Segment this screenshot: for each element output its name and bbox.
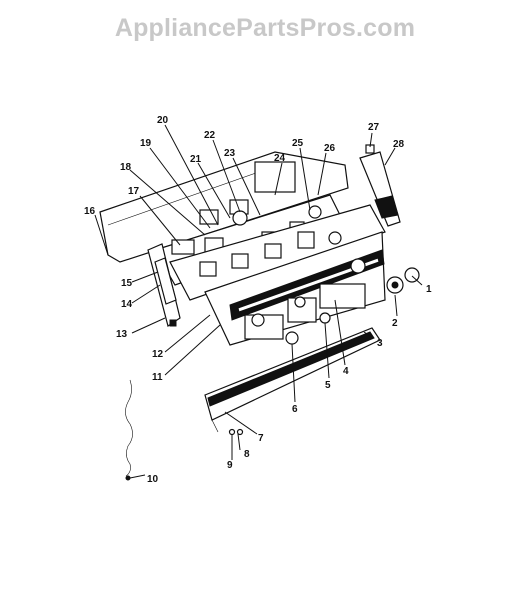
callout-18: 18	[120, 162, 132, 173]
callout-12: 12	[152, 349, 164, 360]
leader-lines	[94, 124, 423, 479]
callout-5: 5	[325, 380, 331, 391]
callout-7: 7	[258, 433, 264, 444]
callout-15: 15	[121, 278, 133, 289]
callout-16: 16	[84, 206, 96, 217]
callout-17: 17	[128, 186, 140, 197]
callout-24: 24	[274, 153, 286, 164]
side-bracket	[147, 243, 181, 327]
callout-labels: 1 2 3 4 5 6 7 8 9 10 11 12 13 14 15 16 1…	[84, 115, 432, 485]
callout-20: 20	[157, 115, 169, 126]
callout-8: 8	[244, 449, 250, 460]
callout-2: 2	[392, 318, 398, 329]
lower-trim-strip	[204, 327, 381, 433]
watermark-text: AppliancePartsPros.com	[114, 14, 416, 42]
callout-27: 27	[368, 122, 380, 133]
right-bracket	[359, 144, 401, 227]
callout-28: 28	[393, 139, 405, 150]
console-backplate	[169, 204, 386, 301]
callout-1: 1	[426, 284, 432, 295]
knobs	[285, 267, 420, 345]
callout-22: 22	[204, 130, 216, 141]
callout-25: 25	[292, 138, 304, 149]
callout-6: 6	[292, 404, 298, 415]
callout-14: 14	[121, 299, 133, 310]
callout-9: 9	[227, 460, 233, 471]
callout-10: 10	[147, 474, 159, 485]
front-control-panel	[204, 231, 386, 346]
callout-23: 23	[224, 148, 236, 159]
callout-26: 26	[324, 143, 336, 154]
callout-21: 21	[190, 154, 202, 165]
callout-3: 3	[377, 338, 383, 349]
callout-4: 4	[343, 366, 349, 377]
callout-11: 11	[152, 372, 163, 383]
callout-13: 13	[116, 329, 128, 340]
callout-19: 19	[140, 138, 152, 149]
